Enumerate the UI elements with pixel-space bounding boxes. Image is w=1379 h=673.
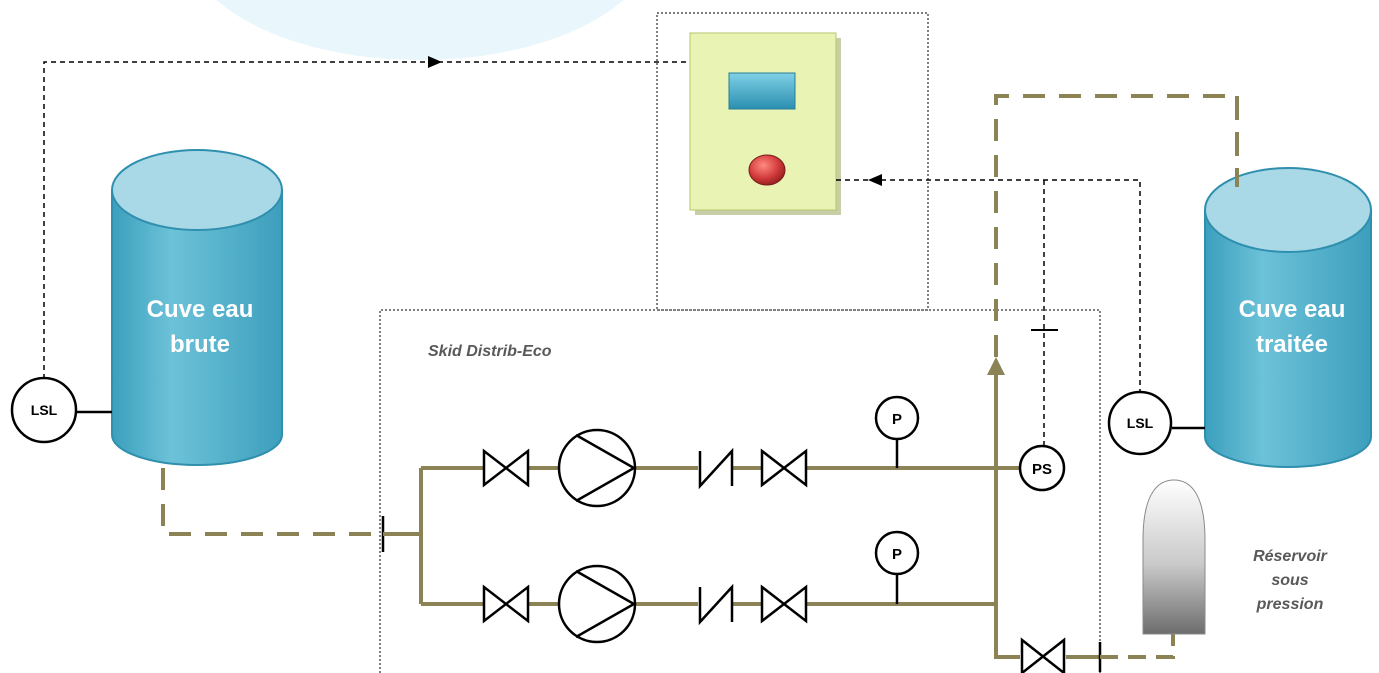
pressure-gauge-upper (874, 395, 920, 441)
signal-line-right (836, 179, 1141, 392)
signal-arrow-top (428, 56, 442, 68)
pump-upper[interactable] (557, 428, 637, 508)
pressure-vessel (1142, 479, 1206, 635)
panel-emergency-button[interactable] (748, 154, 786, 186)
level-switch-left-label: LSL (31, 402, 58, 418)
tank-raw-water (111, 149, 283, 466)
manifold-pipe (383, 468, 423, 604)
supply-pipe-dashed (994, 94, 1239, 357)
level-switch-right-label: LSL (1127, 415, 1154, 431)
skid-label: Skid Distrib-Eco (428, 343, 552, 360)
riser-pipe (994, 374, 1020, 659)
check-valve-upper (698, 447, 734, 490)
valve-vessel[interactable] (1020, 637, 1066, 673)
pressure-gauge-lower (874, 530, 920, 576)
pressure-gauge-lower-label: P (892, 546, 902, 563)
vessel-pipe-dashed (1100, 634, 1175, 659)
tank-treated-water-label-line2: traitée (1256, 331, 1328, 358)
check-valve-lower (698, 583, 734, 626)
signal-arrow-panel (868, 174, 882, 186)
pressure-vessel-label-line1: Réservoir (1253, 548, 1328, 565)
pump-lower[interactable] (557, 564, 637, 644)
pressure-switch-label: PS (1032, 461, 1052, 478)
tank-treated-water-label-line1: Cuve eau (1239, 296, 1346, 323)
pressure-gauge-upper-label: P (892, 411, 902, 428)
signal-line-lsl-left (43, 61, 690, 388)
tank-treated-water (1204, 167, 1372, 468)
skid-frame (379, 309, 1101, 673)
level-switch-left (10, 376, 78, 444)
tank-raw-water-label-line1: Cuve eau (147, 296, 254, 323)
valve-lower-inlet[interactable] (482, 584, 530, 624)
background-halo (216, 0, 624, 60)
feed-pipe-dashed (161, 468, 383, 536)
valve-upper-inlet[interactable] (482, 448, 530, 488)
level-switch-right (1107, 390, 1173, 456)
pressure-switch (1018, 444, 1066, 492)
valve-upper-outlet[interactable] (760, 448, 808, 488)
riser-arrow (987, 357, 1005, 375)
valve-lower-outlet[interactable] (760, 584, 808, 624)
panel-display[interactable] (728, 72, 796, 110)
pressure-vessel-label-line2: sous (1271, 572, 1308, 589)
tank-raw-water-label-line2: brute (170, 331, 230, 358)
pressure-vessel-label-line3: pression (1256, 596, 1324, 613)
